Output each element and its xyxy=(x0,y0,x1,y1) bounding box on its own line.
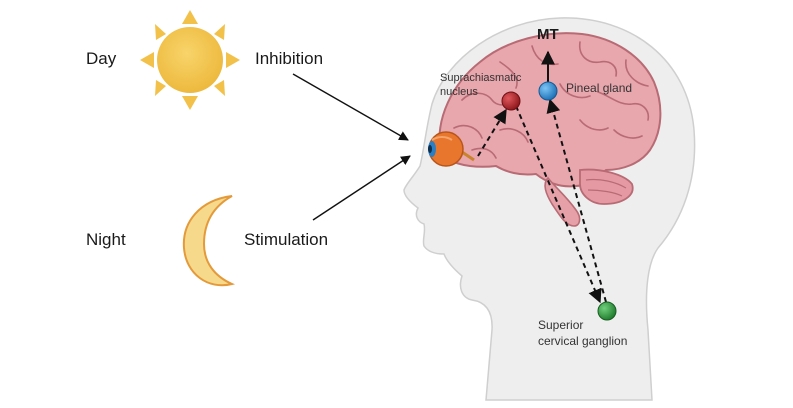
pineal-label: Pineal gland xyxy=(566,81,632,95)
mt-label: MT xyxy=(537,26,559,43)
stimulation-arrow xyxy=(312,155,411,221)
stimulation-label: Stimulation xyxy=(244,230,328,249)
pineal-node xyxy=(538,81,558,101)
scg-node xyxy=(597,301,617,321)
scn-label-line2: nucleus xyxy=(440,86,478,98)
eye-icon xyxy=(428,131,475,167)
inhibition-label: Inhibition xyxy=(255,49,323,68)
inhibition-arrow xyxy=(292,73,409,141)
night-label: Night xyxy=(86,230,126,249)
sun-icon xyxy=(140,10,240,110)
scg-label-line1: Superior xyxy=(538,318,583,332)
scn-node xyxy=(501,91,521,111)
scn-label-line1: Suprachiasmatic xyxy=(440,72,522,84)
moon-icon xyxy=(182,195,236,287)
scg-label-line2: cervical ganglion xyxy=(538,334,627,348)
day-label: Day xyxy=(86,49,117,68)
scg-to-pineal-arrow xyxy=(546,98,607,303)
